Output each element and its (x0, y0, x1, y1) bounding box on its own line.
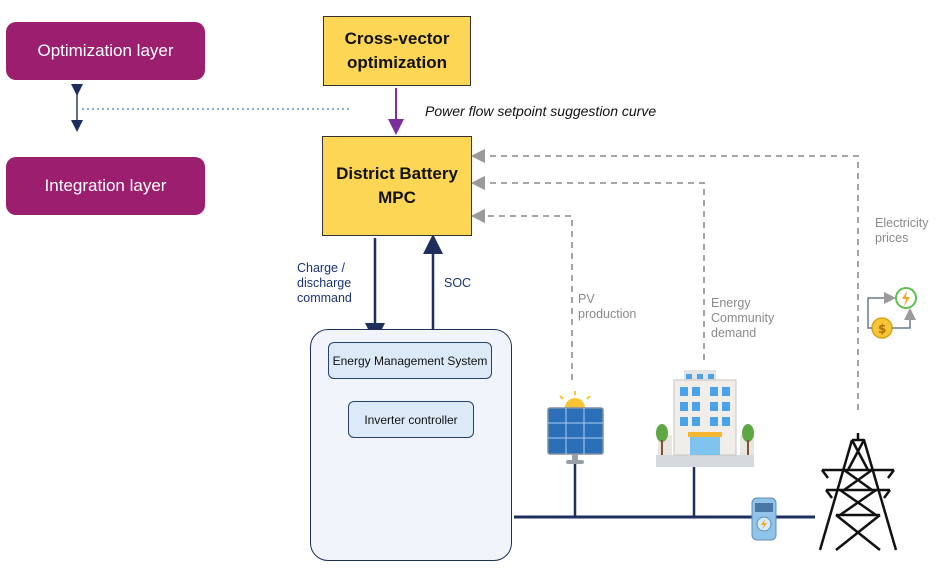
cross-vector-line2: optimization (346, 53, 448, 72)
optimization-layer-button[interactable]: Optimization layer (6, 22, 205, 80)
integration-layer-label: Integration layer (44, 176, 167, 195)
energy-management-system-box[interactable]: Energy Management System (328, 342, 492, 379)
community-demand-label: Energy Community demand (711, 296, 774, 341)
inverter-controller-box[interactable]: Inverter controller (348, 401, 474, 438)
transmission-tower-icon (818, 433, 898, 551)
district-battery-mpc-box[interactable]: District Battery MPC (322, 136, 472, 236)
prices-line2: prices (875, 231, 909, 245)
setpoint-curve-label: Power flow setpoint suggestion curve (425, 103, 657, 119)
cross-vector-optimization-box[interactable]: Cross-vector optimization (323, 16, 471, 86)
charge-command-label: Charge / discharge command (297, 261, 352, 306)
pv-line2: production (578, 307, 637, 321)
community-line1: Energy (711, 296, 751, 310)
svg-text:$: $ (878, 322, 886, 336)
price-cycle-icon: $ (867, 287, 917, 339)
pv-line1: PV (578, 292, 595, 306)
electricity-prices-label: Electricity prices (875, 216, 928, 246)
solar-panel-icon (547, 391, 604, 464)
charge-line3: command (297, 291, 352, 305)
charge-line1: Charge / (297, 261, 345, 275)
community-dashed-arrow (470, 175, 705, 360)
integration-layer-button[interactable]: Integration layer (6, 157, 205, 215)
pv-production-label: PV production (578, 292, 636, 322)
district-mpc-line2: MPC (378, 188, 416, 207)
cross-vector-line1: Cross-vector (344, 29, 450, 48)
prices-line1: Electricity (875, 216, 929, 230)
community-line3: demand (711, 326, 757, 340)
district-mpc-line1: District Battery (336, 164, 458, 183)
electricity-meter-icon (751, 497, 777, 541)
soc-label: SOC (444, 276, 472, 290)
charge-line2: discharge (297, 276, 352, 290)
optimization-layer-label: Optimization layer (37, 41, 174, 60)
community-line2: Community (711, 311, 775, 325)
building-icon (656, 370, 754, 467)
prices-dashed-arrow (470, 148, 859, 410)
